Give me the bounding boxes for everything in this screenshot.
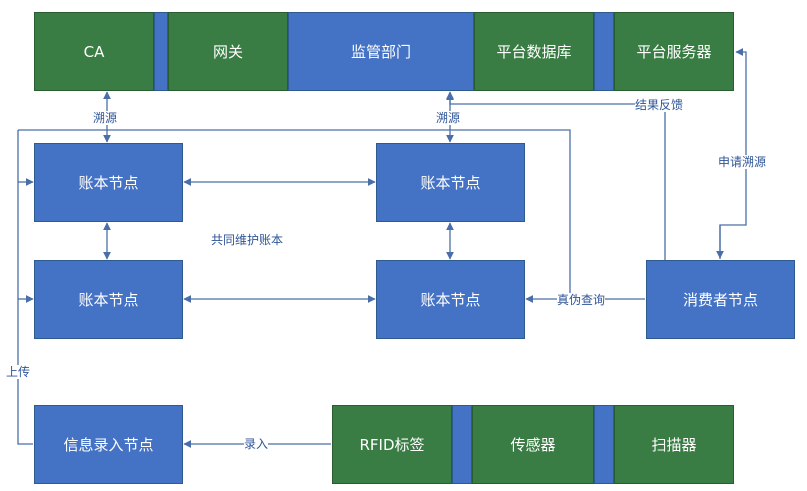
platform-server-box: 平台服务器 [614,12,734,91]
record-label: 录入 [244,437,269,451]
ledger-node-top-right: 账本节点 [376,143,525,222]
trace-mid-label: 溯源 [436,111,461,125]
verify-query-label: 真伪查询 [557,293,606,307]
ledger-node-top-left: 账本节点 [34,143,183,222]
bottom-bar-gap-2 [594,405,614,484]
upload-label: 上传 [6,365,31,379]
ledger-node-bottom-right: 账本节点 [376,260,525,339]
apply-trace-label: 申请溯源 [718,155,767,169]
ca-box: CA [34,12,154,91]
trace-left-label: 溯源 [93,111,118,125]
regulator-box: 监管部门 [288,12,474,91]
upload-arrow [17,130,33,445]
scanner-box: 扫描器 [614,405,734,484]
consumer-node: 消费者节点 [646,260,795,339]
bottom-bar-gap-1 [452,405,472,484]
top-bar-gap-1 [154,12,168,91]
sensor-box: 传感器 [472,405,594,484]
result-feedback-arrow [446,92,666,260]
rfid-tag-box: RFID标签 [332,405,452,484]
gateway-box: 网关 [168,12,288,91]
top-bar-gap-2 [594,12,614,91]
upload-bus [18,129,571,299]
shared-ledger-label: 共同维护账本 [211,233,284,247]
ledger-node-bottom-left: 账本节点 [34,260,183,339]
info-entry-node: 信息录入节点 [34,405,183,484]
platform-db-box: 平台数据库 [474,12,594,91]
result-feedback-label: 结果反馈 [635,98,684,112]
